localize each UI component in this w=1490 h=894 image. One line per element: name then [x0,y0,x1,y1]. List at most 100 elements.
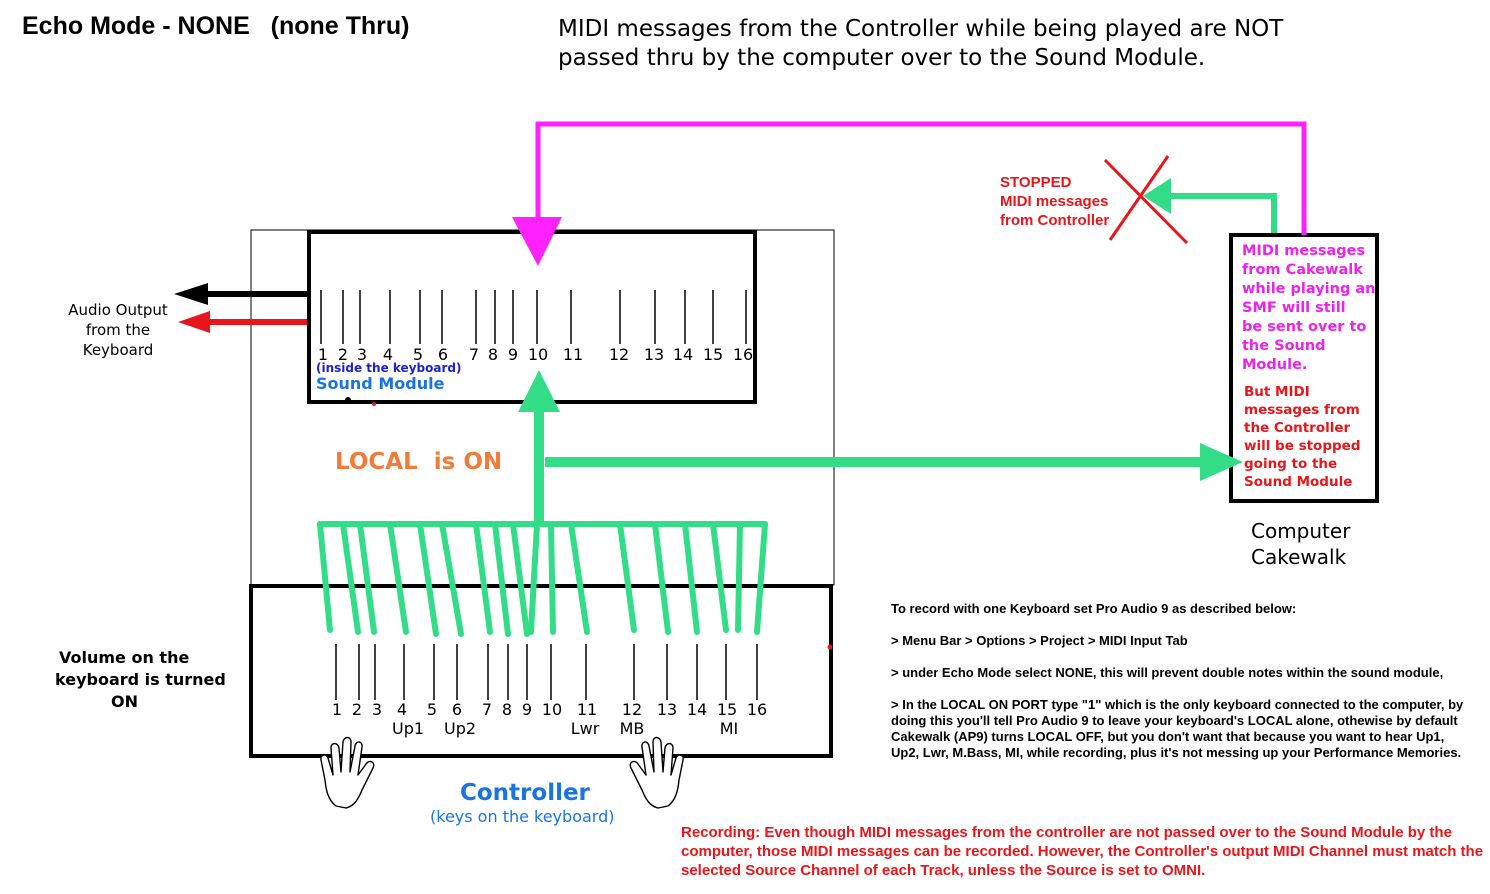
channel-number: 12 [608,345,630,364]
channel-number: 2 [337,345,349,364]
volume-line: ON [111,692,138,711]
computer-label-line: Computer [1251,519,1351,543]
part-label: Lwr [570,719,600,738]
computer-label-line: Cakewalk [1251,545,1347,569]
channel-number: 6 [451,700,463,719]
cakewalk-line: while playing an [1242,281,1376,297]
local-on-label: LOCAL is ON [335,449,503,475]
computer-controller-text: But MIDI messages from the Controller wi… [1244,383,1360,491]
blocked-thru-arrow [1143,178,1277,233]
channel-number: 1 [331,700,343,719]
audio-output-line: Keyboard [82,341,154,359]
channel-number: 14 [686,700,708,719]
channel-number: 16 [746,700,768,719]
volume-line: keyboard is turned [55,670,226,689]
instruction-step: > Menu Bar > Options > Project > MIDI In… [891,633,1188,648]
channel-number: 7 [481,700,493,719]
channel-number: 9 [507,345,519,364]
channel-number: 13 [656,700,678,719]
part-label: Up2 [443,719,477,738]
left-hand-icon [320,736,375,809]
sound-module-channel-numbers: 1 2 3 4 5 6 7 8 9 10 11 12 13 14 15 16 [0,345,753,365]
channel-number: 13 [643,345,665,364]
controller-part-labels: Up1 Up2 Lwr MB MI [0,719,738,739]
computer-cakewalk-text: MIDI messages from Cakewalk while playin… [1242,242,1376,375]
volume-label: Volume on the keyboard is turned ON [55,647,235,713]
stopped-line: from Controller [1000,212,1110,229]
red-dot-mark [827,644,833,650]
cakewalk-line: be sent over to [1242,319,1367,335]
stopped-line: MIDI messages [1000,193,1109,210]
channel-number: 8 [487,345,499,364]
instruction-step: > In the LOCAL ON PORT type "1" which is… [891,697,1464,760]
controller-stop-line: messages from [1244,402,1360,418]
channel-number: 4 [396,700,408,719]
controller-channel-numbers: 1 2 3 4 5 6 7 8 9 10 11 12 13 14 15 16 [0,700,767,720]
controller-midi-comb [317,521,768,637]
cakewalk-line: Module. [1242,357,1308,373]
channel-number: 10 [541,700,563,719]
audio-output-line: Audio Output [68,301,168,319]
cakewalk-line: from Cakewalk [1242,262,1363,278]
sound-module-ticks [320,290,747,344]
sound-module-sublabel: (inside the keyboard) [316,361,462,375]
channel-number: 15 [716,700,738,719]
cakewalk-midi-path [512,121,1307,266]
channel-number: 10 [527,345,549,364]
channel-number: 4 [382,345,394,364]
part-label: MI [719,719,739,738]
audio-output-label: Audio Output from the Keyboard [66,300,170,360]
cakewalk-line: SMF will still [1242,300,1346,316]
channel-number: 11 [576,700,598,719]
audio-output-line: from the [85,321,151,339]
channel-number: 16 [732,345,754,364]
controller-stop-line: will be stopped [1244,438,1361,454]
stopped-x-mark [1103,155,1189,245]
controller-stop-line: going to the [1244,456,1338,472]
header-line: MIDI messages from the Controller while … [558,16,1284,42]
local-on-arrow [518,370,560,524]
part-label: Up1 [391,719,425,738]
right-hand-icon [629,736,684,809]
midi-to-computer-arrow [545,443,1243,481]
channel-number: 5 [426,700,438,719]
recording-note: Recording: Even though MIDI messages fro… [681,824,1484,879]
setup-instructions: To record with one Keyboard set Pro Audi… [891,601,1471,777]
channel-number: 3 [356,345,368,364]
controller-label: Controller [460,780,590,806]
channel-number: 2 [351,700,363,719]
volume-line: Volume on the [59,648,190,667]
channel-number: 6 [437,345,449,364]
computer-label: Computer Cakewalk [1251,518,1350,570]
channel-number: 12 [621,700,643,719]
instruction-step: > under Echo Mode select NONE, this will… [891,665,1444,680]
channel-number: 7 [468,345,480,364]
cakewalk-line: MIDI messages [1242,243,1366,259]
channel-number: 5 [412,345,424,364]
controller-sublabel: (keys on the keyboard) [430,807,615,826]
stopped-line: STOPPED [1000,174,1072,191]
part-label: MB [619,719,645,738]
controller-ticks [335,644,758,700]
controller-stop-line: But MIDI [1244,384,1310,400]
stopped-label: STOPPED MIDI messages from Controller [1000,173,1109,230]
channel-number: 11 [562,345,584,364]
page-title: Echo Mode - NONE (none Thru) [22,12,410,40]
channel-number: 3 [371,700,383,719]
sound-module-label: Sound Module [316,374,445,393]
black-dot-mark [345,397,351,403]
header-description: MIDI messages from the Controller while … [558,15,1458,73]
channel-number: 1 [317,345,329,364]
controller-box [249,584,833,758]
cakewalk-line: the Sound [1242,338,1326,354]
instruction-heading: To record with one Keyboard set Pro Audi… [891,601,1297,616]
red-dot-mark [372,402,376,406]
controller-stop-line: the Controller [1244,420,1351,436]
channel-number: 8 [501,700,513,719]
audio-output-arrows [174,283,307,333]
channel-number: 9 [521,700,533,719]
channel-number: 15 [702,345,724,364]
header-line: passed thru by the computer over to the … [558,45,1206,71]
